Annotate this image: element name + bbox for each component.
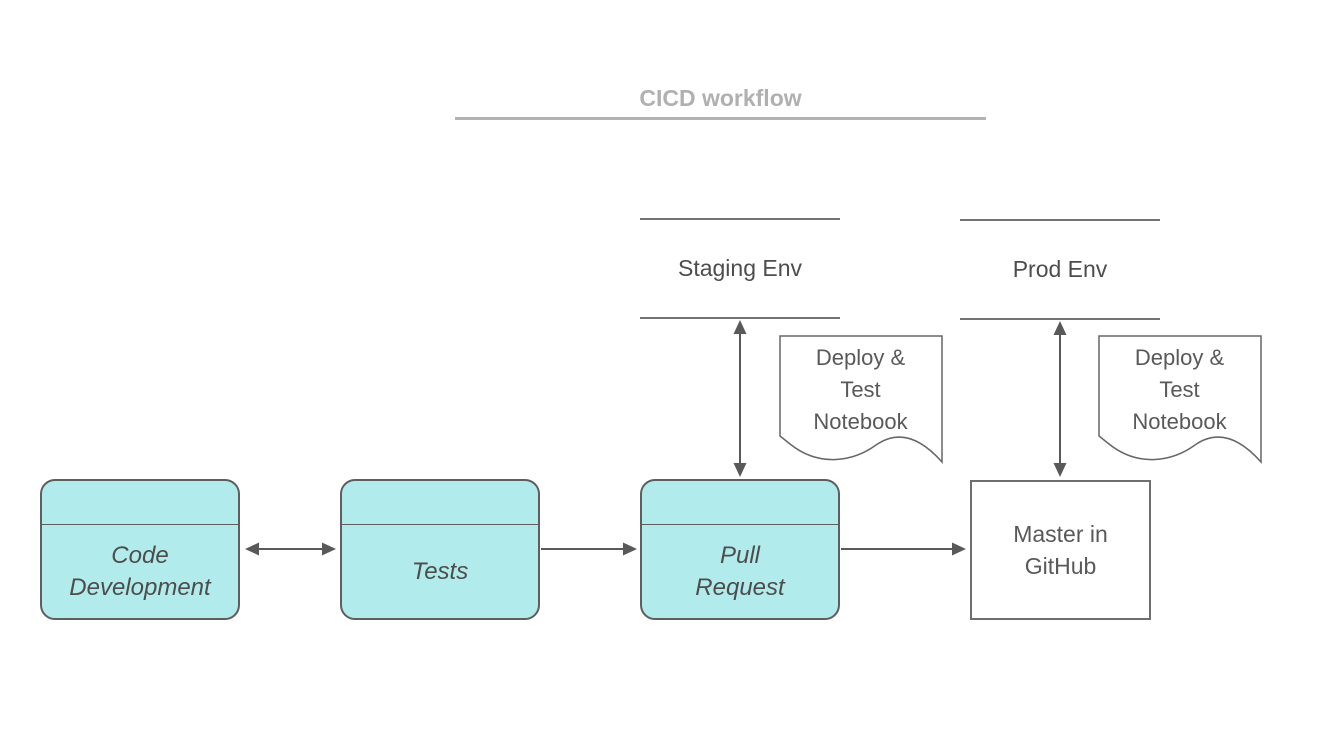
- connector-master-prod: [1053, 321, 1067, 477]
- node-header-band: [342, 481, 538, 525]
- pull-request-label: Pull Request: [695, 541, 785, 601]
- prod-notebook-shape: Deploy & Test Notebook: [1098, 335, 1263, 467]
- prod-env-bracket: Prod Env: [960, 219, 1160, 320]
- node-pull-request: Pull Request: [640, 479, 840, 620]
- diagram-title: CICD workflow: [639, 85, 802, 111]
- connector-code-dev-tests: [245, 542, 336, 556]
- staging-env-label: Staging Env: [677, 255, 803, 281]
- code-development-label: Code Development: [69, 541, 211, 601]
- node-header-band: [42, 481, 238, 525]
- title-underline: [455, 117, 986, 120]
- node-master-in-github: Master in GitHub: [970, 480, 1151, 620]
- prod-env-label: Prod Env: [1012, 256, 1108, 282]
- connector-pull-request-staging: [733, 320, 747, 477]
- prod-notebook-label: Deploy & Test Notebook: [1132, 345, 1227, 434]
- document-wave-icon: [1098, 335, 1262, 464]
- node-tests: Tests: [340, 479, 540, 620]
- connector-pull-request-master: [841, 542, 966, 556]
- staging-notebook-shape: Deploy & Test Notebook: [779, 335, 944, 467]
- node-code-development: Code Development: [40, 479, 240, 620]
- node-header-band: [642, 481, 838, 525]
- staging-env-bracket: Staging Env: [640, 218, 840, 319]
- connector-tests-pull-request: [541, 542, 637, 556]
- tests-label: Tests: [411, 557, 469, 585]
- document-wave-icon: [779, 335, 943, 464]
- staging-notebook-label: Deploy & Test Notebook: [813, 345, 908, 434]
